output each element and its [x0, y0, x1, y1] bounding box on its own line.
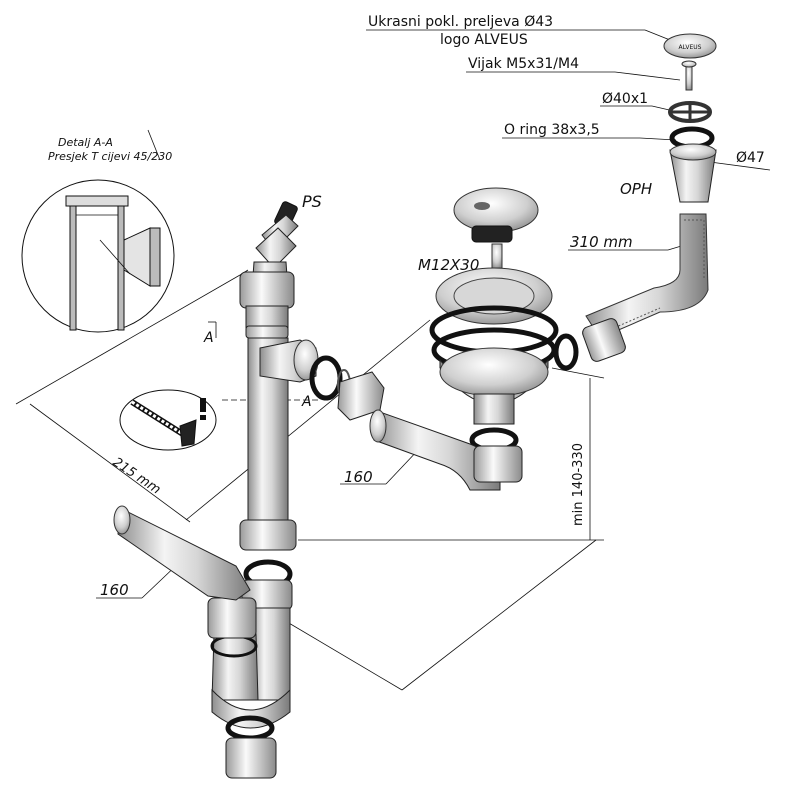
dimension-lines [15, 29, 771, 691]
detail-t-pipe-section [65, 195, 161, 331]
label-detail-subtitle: Presjek T cijevi 45/230 [48, 150, 172, 163]
bottom-cap [225, 737, 277, 779]
branch-seal-ring [309, 355, 343, 401]
label-screw: Vijak M5x31/M4 [468, 56, 579, 72]
label-detail-title: Detalj A-A [58, 136, 113, 149]
strainer-assembly [369, 187, 559, 491]
strainer-plug [453, 187, 539, 233]
standpipe-assembly [113, 201, 385, 779]
top-nut [239, 271, 295, 309]
exclamation-icon [200, 398, 206, 420]
label-o-ring: O ring 38x3,5 [504, 122, 600, 138]
label-washer: Ø40x1 [602, 91, 648, 107]
detail-a-a [21, 179, 175, 333]
label-oph: OPH [620, 180, 652, 198]
saw-callout [119, 389, 217, 451]
labels: Ukrasni pokl. preljeva Ø43 logo ALVEUS V… [48, 14, 765, 599]
label-dim-min: min 140-330 [571, 443, 586, 526]
lower-branch-pipe [117, 507, 251, 601]
label-ps: PS [302, 192, 322, 211]
label-logo: logo ALVEUS [440, 32, 528, 48]
label-dim-215: 215 mm [110, 455, 163, 498]
label-cover-plate: Ukrasni pokl. preljeva Ø43 [368, 14, 553, 30]
label-dim-160-lower: 160 [100, 581, 129, 599]
overflow-cover-plate [663, 33, 717, 59]
label-diameter-47: Ø47 [736, 150, 765, 166]
label-bolt: M12X30 [418, 256, 479, 274]
brand-mark: ALVEUS [679, 44, 702, 51]
label-hose-length: 310 mm [570, 233, 633, 251]
label-dim-160-upper: 160 [344, 468, 373, 486]
screw [685, 63, 693, 91]
label-section-a2: A [301, 394, 312, 410]
hacksaw-icon [130, 399, 197, 447]
bolt [491, 243, 503, 269]
label-section-a1: A [203, 330, 214, 346]
washer [668, 101, 712, 123]
overflow-assembly: ALVEUS [553, 33, 717, 371]
